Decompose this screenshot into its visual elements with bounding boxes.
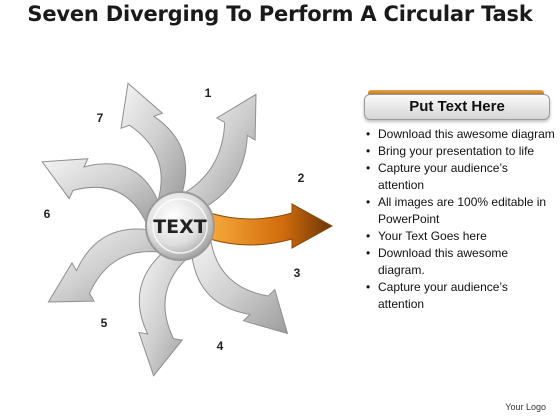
center-text: TEXT — [153, 216, 207, 238]
arrow-5-label: 5 — [101, 316, 108, 330]
arrow-4-shape — [138, 252, 189, 377]
bullet-text: Download this awesome diagram. — [378, 246, 509, 277]
bullet-item: • Capture your audience’s attention — [360, 279, 556, 313]
arrow-1: 1 — [182, 86, 257, 208]
bullet-text: Bring your presentation to life — [378, 144, 535, 158]
bullet-dot-icon: • — [366, 127, 371, 141]
arrow-3-label: 3 — [294, 266, 301, 280]
bullet-dot-icon: • — [366, 144, 371, 158]
bullet-text: Capture your audience’s attention — [378, 161, 508, 192]
bullet-item: • Download this awesome diagram — [360, 126, 556, 143]
arrow-6: 6 — [41, 158, 159, 227]
bullet-item: • Bring your presentation to life — [360, 143, 556, 160]
arrow-1-shape — [182, 93, 257, 208]
bullet-dot-icon: • — [366, 246, 371, 260]
arrow-1-label: 1 — [205, 86, 212, 100]
arrow-2: 2 — [209, 171, 334, 249]
arrow-4-label: 4 — [217, 339, 224, 353]
text-panel: Put Text Here • Download this awesome dia… — [360, 90, 560, 311]
bullet-text: Download this awesome diagram — [378, 127, 555, 141]
arrow-7-label: 7 — [97, 111, 104, 125]
arrow-2-label: 2 — [298, 171, 305, 185]
arrow-7: 7 — [97, 82, 187, 204]
arrow-4: 4 — [138, 252, 224, 377]
arrow-3: 3 — [191, 236, 301, 335]
logo-text: Your Logo — [505, 402, 546, 412]
arrow-2-shape — [209, 203, 334, 249]
bullet-text: Your Text Goes here — [378, 229, 487, 243]
bullet-text: All images are 100% editable in PowerPoi… — [378, 195, 547, 226]
bullet-text: Capture your audience’s attention — [378, 280, 508, 311]
panel-header: Put Text Here — [364, 90, 550, 126]
bullet-list: • Download this awesome diagram • Bring you… — [360, 126, 556, 313]
panel-header-title: Put Text Here — [364, 94, 550, 120]
center-hub: TEXT — [145, 191, 215, 261]
arrow-6-label: 6 — [44, 207, 51, 221]
bullet-dot-icon: • — [366, 195, 371, 209]
bullet-item: • Capture your audience’s attention — [360, 160, 556, 194]
bullet-item: • Your Text Goes here — [360, 228, 556, 245]
panel-header-accent — [368, 90, 544, 95]
arrow-6-shape — [41, 158, 159, 227]
bullet-item: • Download this awesome diagram. — [360, 245, 556, 279]
bullet-dot-icon: • — [366, 229, 371, 243]
bullet-dot-icon: • — [366, 161, 371, 175]
bullet-dot-icon: • — [366, 280, 371, 294]
arrow-5-shape — [47, 228, 162, 303]
arrow-3-shape — [191, 236, 289, 335]
diverging-arrows-diagram: 1 2 3 4 5 6 7 TEXT — [0, 36, 350, 408]
page-title: Seven Diverging To Perform A Circular Ta… — [27, 2, 533, 26]
bullet-item: • All images are 100% editable in PowerPo… — [360, 194, 556, 228]
arrow-5: 5 — [47, 228, 162, 330]
diagram-canvas: 1 2 3 4 5 6 7 TEXT — [41, 82, 334, 377]
arrow-7-shape — [120, 82, 187, 204]
